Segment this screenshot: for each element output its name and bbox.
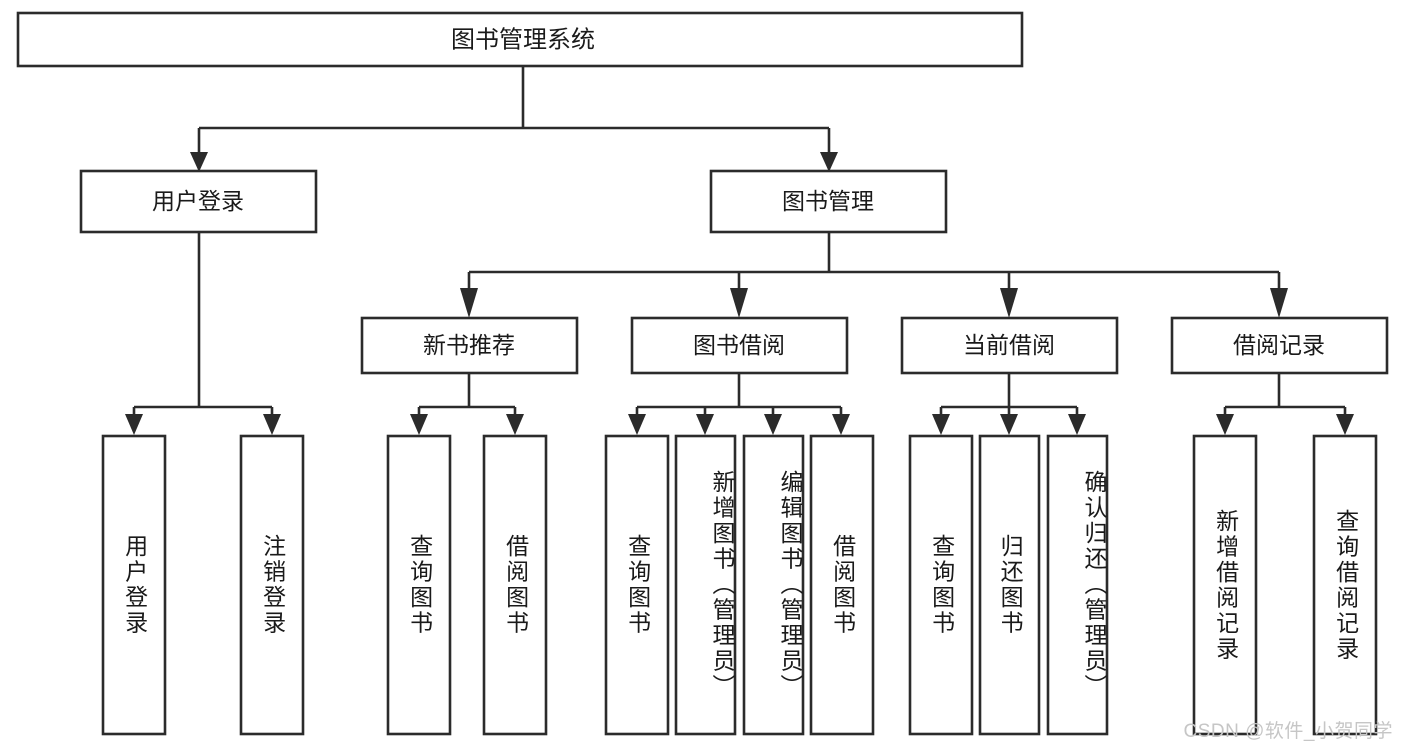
node-new-book-rec-box[interactable] xyxy=(360,316,579,375)
leaf-box-borrow-edit-book[interactable] xyxy=(742,434,805,736)
leaf-box-current-query-book[interactable] xyxy=(908,434,974,736)
arrowhead-borrow-edit xyxy=(764,414,782,435)
arrowhead-current-confirm xyxy=(1068,414,1086,435)
arrowhead-rec-borrow xyxy=(506,414,524,435)
arrowhead-borrow-query xyxy=(628,414,646,435)
arrowhead-rec-query xyxy=(410,414,428,435)
connector-layer xyxy=(125,66,1354,435)
leaf-box-record-query[interactable] xyxy=(1312,434,1378,736)
arrowhead-current-return xyxy=(1000,414,1018,435)
leaf-box-rec-query-book[interactable] xyxy=(386,434,452,736)
node-current-borrow-box[interactable] xyxy=(900,316,1119,375)
node-borrow-record-box[interactable] xyxy=(1170,316,1389,375)
arrowhead-current-borrow xyxy=(1000,288,1018,318)
arrowhead-new-book-rec xyxy=(460,288,478,318)
leaf-box-user-login[interactable] xyxy=(101,434,167,736)
arrowhead-record-add xyxy=(1216,414,1234,435)
node-new-book-rec-label: 新书推荐 xyxy=(423,332,515,358)
node-book-manage-box[interactable] xyxy=(709,169,948,234)
leaf-box-borrow-lend-book[interactable] xyxy=(809,434,875,736)
node-root-box[interactable] xyxy=(16,11,1024,68)
arrowhead-current-query xyxy=(932,414,950,435)
leaf-box-current-return-book[interactable] xyxy=(978,434,1041,736)
arrowhead-borrow-add xyxy=(696,414,714,435)
node-user-login-label: 用户登录 xyxy=(152,188,244,214)
arrowhead-logout-leaf xyxy=(263,414,281,435)
node-book-borrow-label: 图书借阅 xyxy=(693,332,785,358)
watermark-text: CSDN @软件_小贺同学 xyxy=(1183,721,1393,742)
node-book-manage-label: 图书管理 xyxy=(782,188,874,214)
arrowhead-to-user-login xyxy=(190,152,208,172)
node-user-login-box[interactable] xyxy=(79,169,318,234)
leaf-box-record-add[interactable] xyxy=(1192,434,1258,736)
arrowhead-book-borrow xyxy=(730,288,748,318)
leaf-box-borrow-query-book[interactable] xyxy=(604,434,670,736)
node-book-borrow-box[interactable] xyxy=(630,316,849,375)
node-layer: 图书管理系统 用户登录 图书管理 新书推荐 图书借阅 当前借阅 借阅记录 xyxy=(16,11,1389,736)
node-root-label: 图书管理系统 xyxy=(451,26,595,53)
node-borrow-record-label: 借阅记录 xyxy=(1233,332,1325,358)
leaf-box-current-confirm-return[interactable] xyxy=(1046,434,1109,736)
leaf-box-borrow-add-book[interactable] xyxy=(674,434,737,736)
arrowhead-user-login-leaf xyxy=(125,414,143,435)
arrowhead-borrow-lend xyxy=(832,414,850,435)
node-current-borrow-label: 当前借阅 xyxy=(963,332,1055,358)
arrowhead-borrow-record xyxy=(1270,288,1288,318)
leaf-box-rec-borrow-book[interactable] xyxy=(482,434,548,736)
arrowhead-to-book-manage xyxy=(820,152,838,172)
leaf-box-logout[interactable] xyxy=(239,434,305,736)
arrowhead-record-query xyxy=(1336,414,1354,435)
